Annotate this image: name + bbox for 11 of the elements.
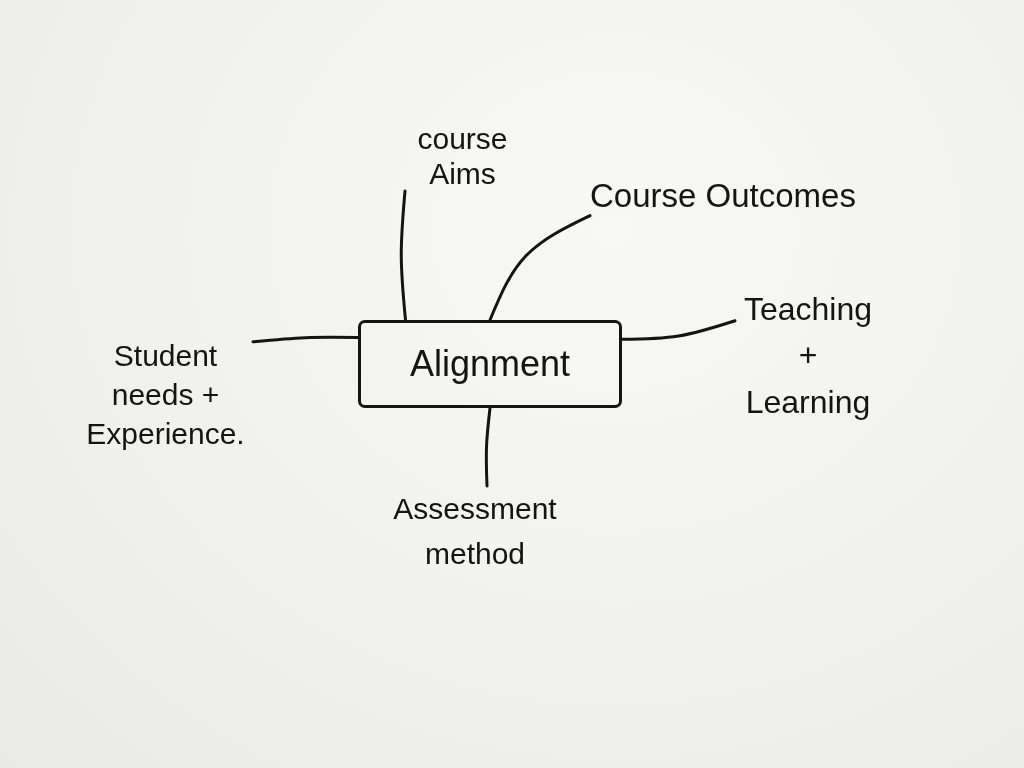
connector-line: [620, 319, 737, 341]
connector-line: [399, 189, 407, 322]
topic-label: Teaching + Learning: [735, 286, 881, 426]
topic-label: Assessment method: [355, 486, 595, 576]
connector-line: [484, 406, 492, 488]
topic-label: Student needs + Experience.: [78, 336, 253, 453]
connector-line: [488, 214, 592, 322]
connector-line: [251, 335, 360, 344]
central-box: Alignment: [358, 320, 622, 408]
topic-label: Course Outcomes: [590, 176, 856, 216]
topic-label: course Aims: [400, 122, 525, 191]
